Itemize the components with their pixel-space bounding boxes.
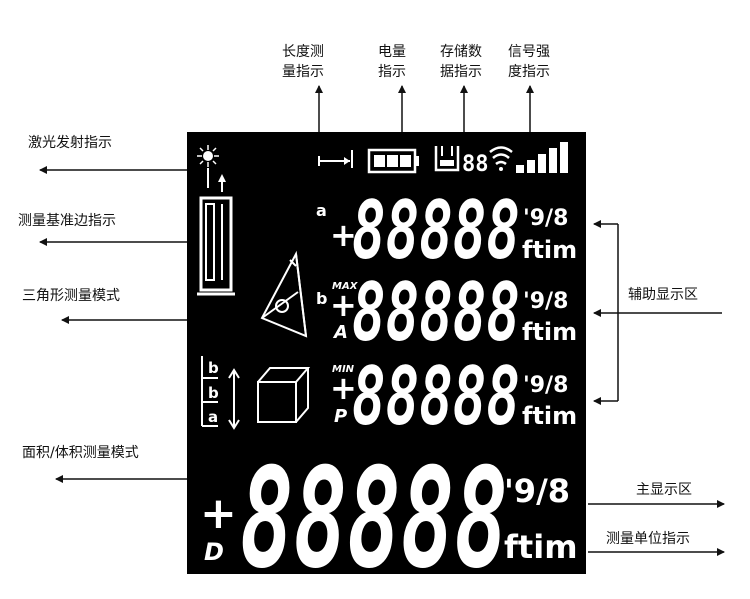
label-battery-indicator: 电量 指示 [378,44,406,80]
memory-digits: 88 [462,152,489,177]
side-letter-b1: b [208,359,219,377]
main-sign: + [200,488,237,539]
lcd-content: 88 [197,142,578,599]
area-volume-side-icon [201,356,240,430]
side-letter-a: a [208,408,218,426]
row2-tag-max: MAX [332,281,359,292]
side-letter-b2: b [208,384,219,402]
triangle-mode-icon [260,250,308,338]
row1-digits: 88888 [352,184,520,277]
row2-digits: 88888 [352,266,520,359]
main-letter-d: D [204,538,224,566]
main-unit: ftim [504,528,578,566]
row2-unit: ftim [522,318,577,346]
signal-bars-icon [516,142,568,173]
row3-sign: + [330,369,357,407]
memory-icon [434,146,460,172]
row3-digits: 88888 [352,350,520,443]
label-baseline-indicator: 测量基准边指示 [18,213,116,229]
battery-icon [367,148,419,174]
main-digits: 88888 [240,438,508,599]
row2-frac: '9/8 [523,289,568,314]
row1-unit: ftim [522,236,577,264]
label-unit-indicator: 测量单位指示 [606,531,690,547]
baseline-icon [197,196,235,296]
length-icon [318,150,353,168]
row1-sign: + [330,216,357,254]
label-main-display: 主显示区 [636,482,692,498]
row-prefix-a: a [316,201,327,220]
label-signal-indicator: 信号强 度指示 [508,44,550,80]
laser-icon [197,145,226,192]
row3-letter-p: P [334,406,347,427]
label-area-volume-mode: 面积/体积测量模式 [22,445,139,461]
wifi-icon [489,146,513,171]
lcd-panel [187,132,586,574]
row1-frac: '9/8 [523,206,568,231]
row-prefix-b: b [316,289,327,308]
main-frac: '9/8 [504,472,570,510]
label-sub-display: 辅助显示区 [628,287,698,303]
row2-sign: + [330,286,357,324]
label-triangle-mode: 三角形测量模式 [22,288,120,304]
label-length-indicator: 长度测 量指示 [282,44,324,80]
label-laser-indicator: 激光发射指示 [28,135,112,151]
row2-letter-a: A [332,322,348,343]
row3-tag-min: MIN [332,364,355,375]
row3-frac: '9/8 [523,373,568,398]
label-memory-indicator: 存储数 据指示 [440,44,482,80]
row3-unit: ftim [522,402,577,430]
cube-icon [257,367,311,423]
